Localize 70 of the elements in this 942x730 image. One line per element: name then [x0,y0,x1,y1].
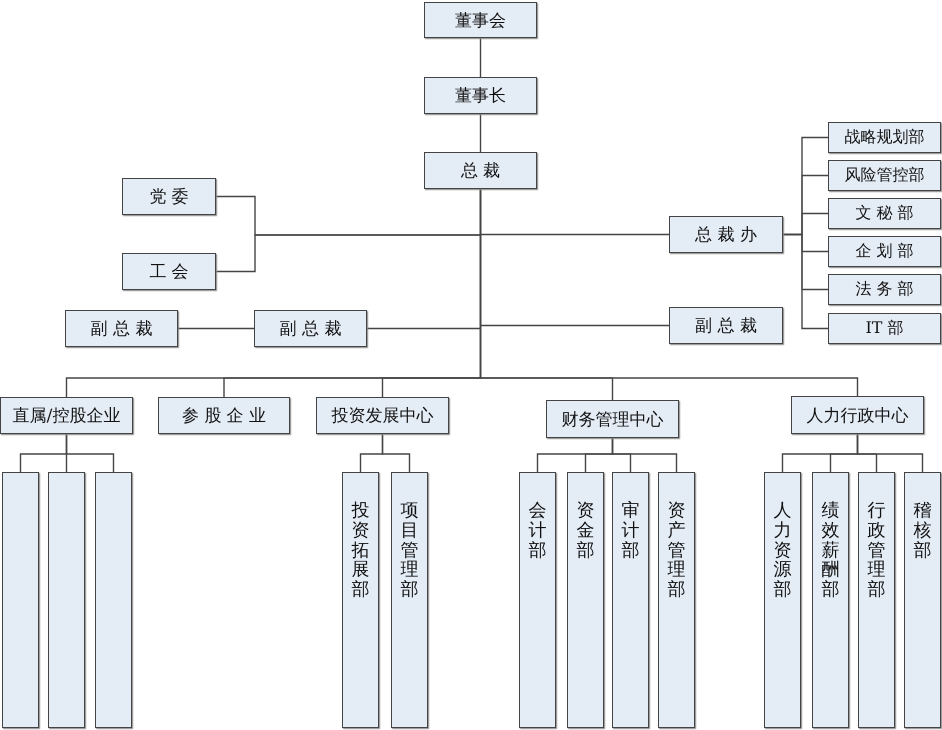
org-unit-box [546,400,679,438]
connector-line [178,328,254,330]
unit-name: 董事长 [455,85,506,107]
connector-line [480,114,482,152]
unit-name: 总 裁 办 [695,224,757,246]
unit-name: 稽核部 [914,501,932,560]
unit-name: 副 总 裁 [280,318,342,340]
unit-name: 投资拓展部 [352,501,370,600]
org-unit-box [122,253,216,290]
unit-name: 绩效薪酬部 [822,501,840,600]
org-unit-box [828,160,941,191]
org-unit-box [669,307,783,344]
org-unit-box [669,216,783,253]
org-unit-box [65,310,178,347]
org-unit-box [567,472,604,728]
connector-line [66,434,114,472]
unit-name: 副 总 裁 [90,318,152,340]
org-unit-box [424,77,537,114]
org-unit-box [658,472,695,728]
org-unit-box [316,397,449,434]
unit-name: 行政管理部 [868,501,886,600]
unit-name: 直属/控股企业 [12,405,120,427]
org-unit-box [858,472,895,728]
org-unit-box [122,178,216,215]
org-unit-box [828,313,941,344]
unit-name: 参 股 企 业 [182,405,266,427]
unit-name: 董事会 [455,10,506,32]
unit-name: 项目管理部 [400,501,418,600]
unit-name: 文 秘 部 [855,203,914,224]
empty-box [2,472,39,728]
org-unit-box [158,397,290,434]
org-unit-box [828,198,941,229]
unit-name: 副 总 裁 [695,315,757,337]
connector-line [856,434,924,472]
empty-box [48,472,85,728]
org-unit-box [904,472,941,728]
connector-line [612,438,678,472]
org-unit-box [0,397,133,434]
org-unit-box [342,472,379,728]
unit-name: 投资发展中心 [332,405,434,427]
unit-name: 人力资源部 [774,501,792,600]
unit-name: 风险管控部 [844,165,924,186]
org-unit-box [812,472,849,728]
org-unit-box [424,2,537,38]
unit-name: 资产管理部 [668,501,686,600]
unit-name: 法 务 部 [855,279,914,300]
connector-line [382,434,410,472]
org-unit-box [791,396,924,434]
unit-name: 财务管理中心 [562,408,664,430]
org-unit-box [519,472,556,728]
org-unit-box [391,472,428,728]
unit-name: 企 划 部 [855,241,914,262]
connector-line [480,38,482,77]
unit-name: 战略规划部 [844,127,924,148]
org-unit-box [828,236,941,267]
org-unit-box [828,274,941,305]
org-unit-box [424,152,537,189]
unit-name: 会计部 [528,501,546,560]
unit-name: 审计部 [622,501,640,560]
org-unit-box [612,472,649,728]
unit-name: 总 裁 [460,160,500,182]
unit-name: 人力行政中心 [806,404,908,426]
org-unit-box [828,122,941,153]
empty-box [95,472,132,728]
org-unit-box [254,310,367,347]
unit-name: 党 委 [149,186,189,208]
unit-name: 资金部 [576,501,594,560]
org-unit-box [764,472,801,728]
unit-name: IT 部 [865,318,904,339]
unit-name: 工 会 [149,261,189,283]
